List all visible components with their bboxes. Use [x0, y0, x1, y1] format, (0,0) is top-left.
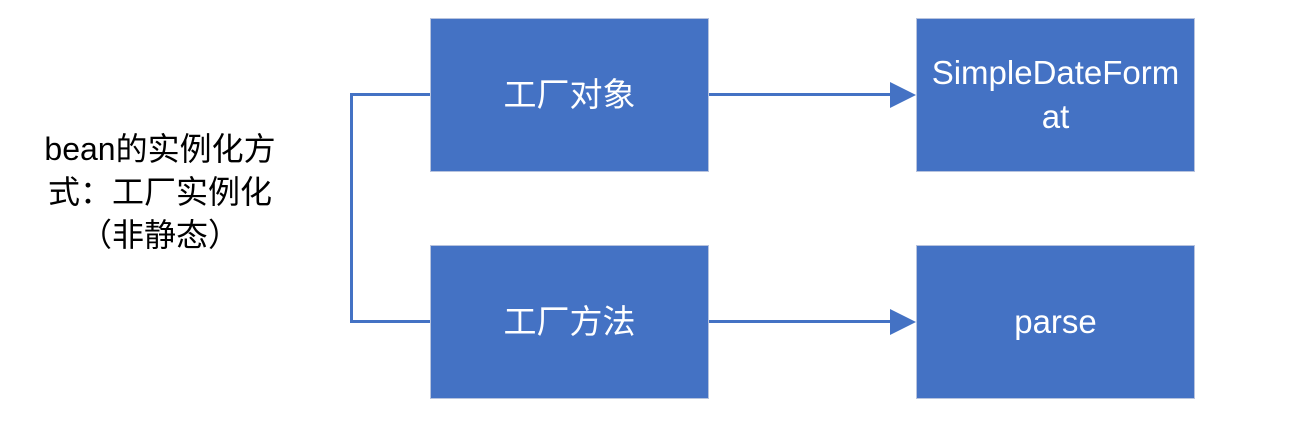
node-simple-date-format-label: SimpleDateFormat — [931, 54, 1180, 135]
caption-line-2: 式：工厂实例化 — [47, 174, 272, 210]
node-factory-object: 工厂对象 — [430, 18, 709, 172]
node-parse-label: parse — [1014, 303, 1097, 340]
bracket-connector-top-branch — [350, 93, 430, 96]
bracket-connector-vertical — [350, 93, 353, 323]
node-parse: parse — [916, 245, 1195, 399]
arrowhead-bottom-icon — [890, 309, 916, 335]
node-factory-method-label: 工厂方法 — [503, 303, 636, 340]
node-simple-date-format: SimpleDateFormat — [916, 18, 1195, 172]
diagram-caption: bean的实例化方 式：工厂实例化 （非静态） — [10, 128, 310, 257]
bracket-connector-bottom-branch — [350, 320, 430, 323]
caption-line-3: （非静态） — [79, 217, 240, 253]
arrow-factory-object-to-simpledateformat — [709, 93, 893, 96]
caption-line-1: bean的实例化方 — [44, 131, 276, 167]
arrowhead-top-icon — [890, 82, 916, 108]
arrow-factory-method-to-parse — [709, 320, 893, 323]
node-factory-method: 工厂方法 — [430, 245, 709, 399]
node-factory-object-label: 工厂对象 — [503, 76, 636, 113]
